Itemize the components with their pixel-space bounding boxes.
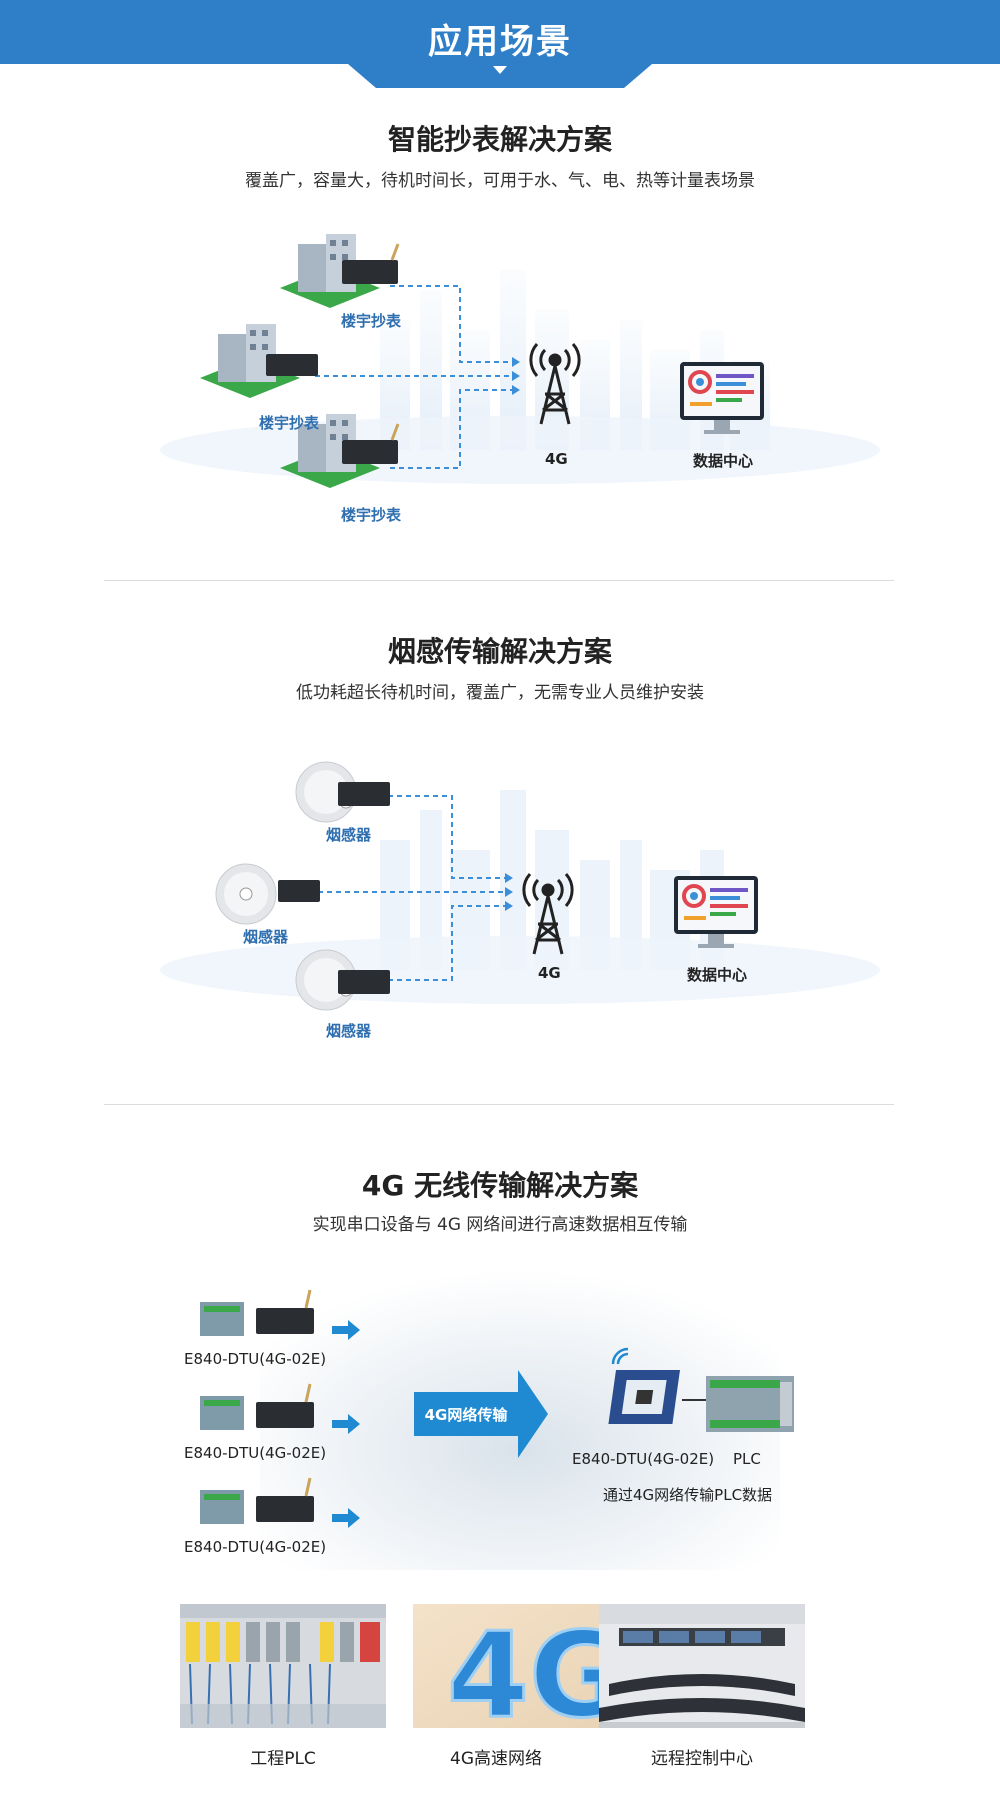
data-center-label: 数据中心 bbox=[687, 966, 748, 984]
section3-title: 4G 无线传输解决方案 bbox=[361, 1169, 639, 1202]
section3-subtitle: 实现串口设备与 4G 网络间进行高速数据相互传输 bbox=[312, 1215, 688, 1235]
big-arrow-shape bbox=[414, 1370, 548, 1458]
dtu-device-icon bbox=[200, 1383, 314, 1430]
smoke-detector-icon bbox=[215, 863, 320, 925]
wireless-transmission-diagram: E840-DTU(4G-02E) E840-DTU(4G-02E) E840-D… bbox=[0, 1250, 1000, 1580]
smoke-detector-icon bbox=[295, 949, 390, 1011]
right-dtu-label: E840-DTU(4G-02E) bbox=[572, 1450, 715, 1468]
small-arrow-icon bbox=[332, 1320, 360, 1528]
tower-icon bbox=[529, 343, 581, 425]
dtu-module-icon bbox=[608, 1370, 680, 1424]
divider bbox=[104, 1104, 894, 1105]
node-label: 烟感器 bbox=[326, 826, 372, 844]
section1-title: 智能抄表解决方案 bbox=[387, 123, 612, 156]
node-label: 烟感器 bbox=[243, 928, 289, 946]
gallery-image-4g: 4G bbox=[413, 1604, 619, 1728]
link-lines bbox=[315, 285, 515, 469]
right-caption: 通过4G网络传输PLC数据 bbox=[603, 1486, 773, 1504]
section2-title: 烟感传输解决方案 bbox=[387, 635, 612, 668]
section2-subtitle: 低功耗超长待机时间，覆盖广，无需专业人员维护安装 bbox=[296, 683, 704, 703]
dtu-label: E840-DTU(4G-02E) bbox=[184, 1350, 327, 1368]
dtu-label: E840-DTU(4G-02E) bbox=[184, 1444, 327, 1462]
dtu-label: E840-DTU(4G-02E) bbox=[184, 1538, 327, 1556]
tower-label: 4G bbox=[545, 450, 568, 468]
smoke-sensor-diagram: 烟感器 烟感器 烟感器 4G 数据中心 bbox=[0, 740, 1000, 1060]
section1-subtitle: 覆盖广，容量大，待机时间长，可用于水、气、电、热等计量表场景 bbox=[245, 171, 755, 191]
page-title: 应用场景 bbox=[428, 22, 572, 62]
data-center-label: 数据中心 bbox=[693, 452, 754, 470]
wifi-icon bbox=[611, 1347, 629, 1365]
node-label: 楼宇抄表 bbox=[341, 312, 402, 330]
gallery-caption: 工程PLC bbox=[250, 1749, 316, 1769]
meter-reading-diagram: 楼宇抄表 楼宇抄表 楼宇抄表 4G 数据中心 bbox=[0, 210, 1000, 540]
svg-text:4G: 4G bbox=[447, 1606, 619, 1728]
caret-down-icon bbox=[493, 66, 507, 74]
plc-icon bbox=[706, 1376, 794, 1432]
link-lines bbox=[318, 795, 508, 981]
node-label: 烟感器 bbox=[326, 1022, 372, 1040]
building-icon bbox=[280, 234, 400, 308]
gallery-caption: 4G高速网络 bbox=[450, 1749, 542, 1769]
node-label: 楼宇抄表 bbox=[341, 506, 402, 524]
building-icon bbox=[200, 324, 318, 398]
gallery-image-plc bbox=[180, 1604, 386, 1728]
dtu-device-icon bbox=[200, 1477, 314, 1524]
dtu-device-icon bbox=[200, 1289, 314, 1336]
tower-label: 4G bbox=[538, 964, 561, 982]
divider bbox=[104, 580, 894, 581]
monitor-icon bbox=[674, 876, 758, 948]
monitor-icon bbox=[680, 362, 764, 434]
arrow-label: 4G网络传输 bbox=[424, 1406, 508, 1424]
plc-label: PLC bbox=[733, 1450, 761, 1468]
header-band bbox=[0, 0, 1000, 64]
smoke-detector-icon bbox=[295, 761, 390, 823]
gallery-image-control-center bbox=[599, 1604, 805, 1728]
gallery-caption: 远程控制中心 bbox=[651, 1749, 753, 1769]
building-icon bbox=[280, 414, 400, 488]
node-label: 楼宇抄表 bbox=[259, 414, 320, 432]
header-tab bbox=[348, 64, 652, 88]
tower-icon bbox=[522, 873, 574, 955]
